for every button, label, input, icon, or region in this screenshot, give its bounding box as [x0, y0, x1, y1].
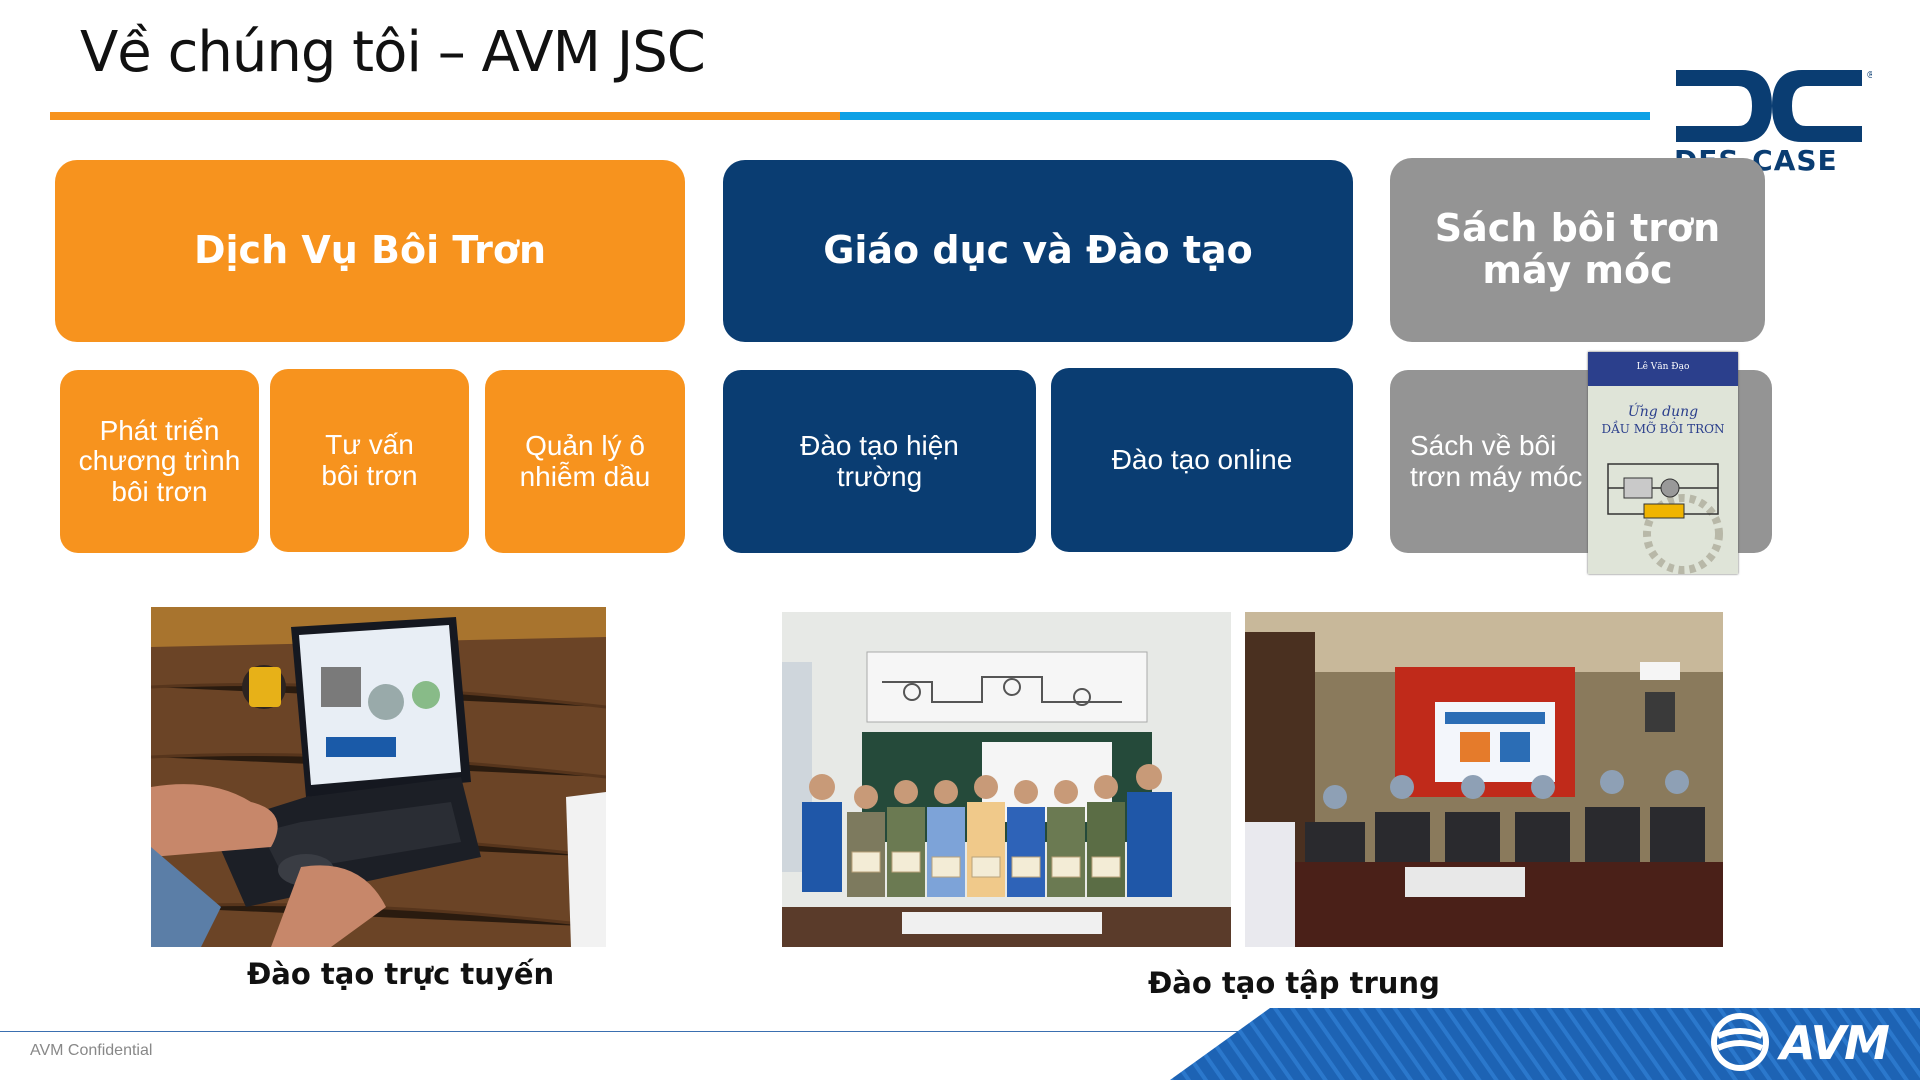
footer-brand-band: [1170, 1008, 1920, 1080]
svg-text:®: ®: [1866, 70, 1872, 81]
header-lubrication-service: Dịch Vụ Bôi Trơn: [55, 160, 685, 342]
photo-classroom-training: [1245, 612, 1723, 947]
training-online: Đào tạo online: [1051, 368, 1353, 552]
photo-group-training: [782, 612, 1231, 947]
header-education-training: Giáo dục và Đào tạo: [723, 160, 1353, 342]
book-title-line2: DẦU MỠ BÔI TRƠN: [1601, 422, 1725, 436]
book-info-label: Sách về bôi trơn máy móc: [1410, 430, 1583, 492]
confidential-label: AVM Confidential: [30, 1042, 153, 1059]
des-case-logo-mark: ®: [1676, 70, 1876, 142]
avm-logo: AVM: [1710, 1012, 1895, 1074]
avm-logo-icon: [1711, 1013, 1769, 1071]
service-consulting: Tư vấn bôi trơn: [270, 369, 469, 552]
training-onsite: Đào tạo hiện trường: [723, 370, 1036, 553]
title-rule-blue: [840, 112, 1650, 120]
slide-title: Về chúng tôi – AVM JSC: [80, 20, 706, 85]
book-cover: Lê Văn Đạo Ứng dụng DẦU MỠ BÔI TRƠN: [1588, 352, 1738, 574]
footer-line: [0, 1031, 1920, 1032]
service-program-development: Phát triển chương trình bôi trơn: [60, 370, 259, 553]
avm-wordmark: AVM: [1780, 1016, 1890, 1070]
photo-online-training: [151, 607, 606, 947]
title-rule-orange: [50, 112, 840, 120]
book-author: Lê Văn Đạo: [1636, 362, 1690, 372]
book-info-box: Sách về bôi trơn máy móc: [1390, 370, 1772, 553]
service-contamination-control: Quản lý ô nhiễm dầu: [485, 370, 685, 553]
caption-online-training: Đào tạo trực tuyến: [247, 957, 555, 991]
book-title-line1: Ứng dụng: [1627, 404, 1699, 420]
caption-concentrated-training: Đào tạo tập trung: [1148, 966, 1440, 1000]
book-diagram-icon: [1607, 463, 1723, 574]
header-lubrication-book: Sách bôi trơn máy móc: [1390, 158, 1765, 342]
